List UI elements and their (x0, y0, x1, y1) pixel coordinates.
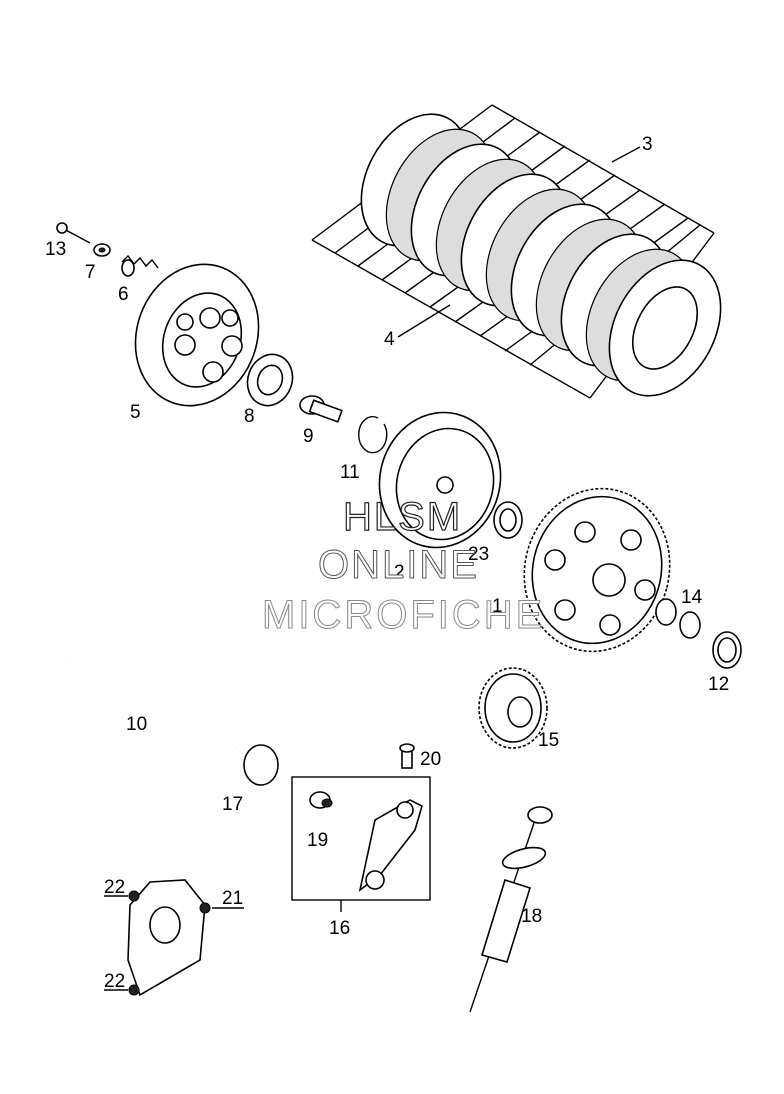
washer-12 (712, 631, 742, 669)
callout-10: 10 (126, 714, 147, 735)
bolt-20 (399, 743, 415, 769)
callout-19: 19 (307, 830, 328, 851)
callout-4: 4 (384, 329, 395, 350)
inner-clutch-hub (378, 411, 502, 549)
callout-5: 5 (130, 402, 141, 423)
spacer-sleeves (655, 598, 701, 639)
callout-11: 11 (340, 462, 360, 483)
callout-6: 6 (118, 284, 129, 305)
clutch-cover (127, 879, 211, 997)
release-lever (358, 799, 423, 892)
callout-17: 17 (222, 794, 243, 815)
callout-8: 8 (244, 406, 255, 427)
callout-13: 13 (45, 239, 66, 260)
watermark-line-1: HLSM (343, 495, 462, 539)
callout-15: 15 (538, 730, 559, 751)
washer (93, 243, 111, 257)
callout-9: 9 (303, 426, 314, 447)
callout-2: 2 (394, 562, 405, 583)
pressure-pin (299, 395, 343, 423)
friction-and-steel-plates (360, 113, 722, 397)
clutch-shaft (469, 806, 553, 1013)
circlip (358, 415, 388, 454)
clutch-plate-stack (311, 104, 722, 399)
callout-labels: 3 4 13 7 6 5 8 9 11 23 2 1 14 12 10 15 2… (45, 134, 729, 992)
intermediate-gear (478, 667, 548, 749)
pressure-plate (134, 263, 260, 407)
callout-18: 18 (521, 906, 542, 927)
callout-14: 14 (681, 587, 703, 608)
bearing (246, 353, 294, 407)
callout-20: 20 (420, 749, 441, 770)
spring (121, 254, 159, 277)
callout-21: 21 (222, 888, 243, 909)
thrust-washer (493, 501, 523, 539)
callout-22-bottom: 22 (104, 971, 125, 992)
screw (56, 222, 91, 244)
bushing (309, 791, 333, 809)
callout-12: 12 (708, 674, 729, 695)
callout-7: 7 (85, 262, 96, 283)
push-rod (69, 655, 237, 750)
callout-1: 1 (492, 596, 503, 617)
leader-lines (104, 895, 342, 991)
watermark-line-3: MICROFICHE (262, 593, 545, 637)
clutch-basket-gear (523, 487, 671, 653)
callout-3: 3 (642, 134, 653, 155)
o-ring (243, 744, 279, 786)
callout-23: 23 (468, 544, 489, 565)
watermark: HLSM ONLINE MICROFICHE (262, 494, 545, 637)
release-lever-group (291, 776, 431, 901)
callout-16: 16 (329, 918, 350, 939)
callout-22-top: 22 (104, 877, 125, 898)
watermark-line-2: ONLINE (318, 543, 479, 587)
